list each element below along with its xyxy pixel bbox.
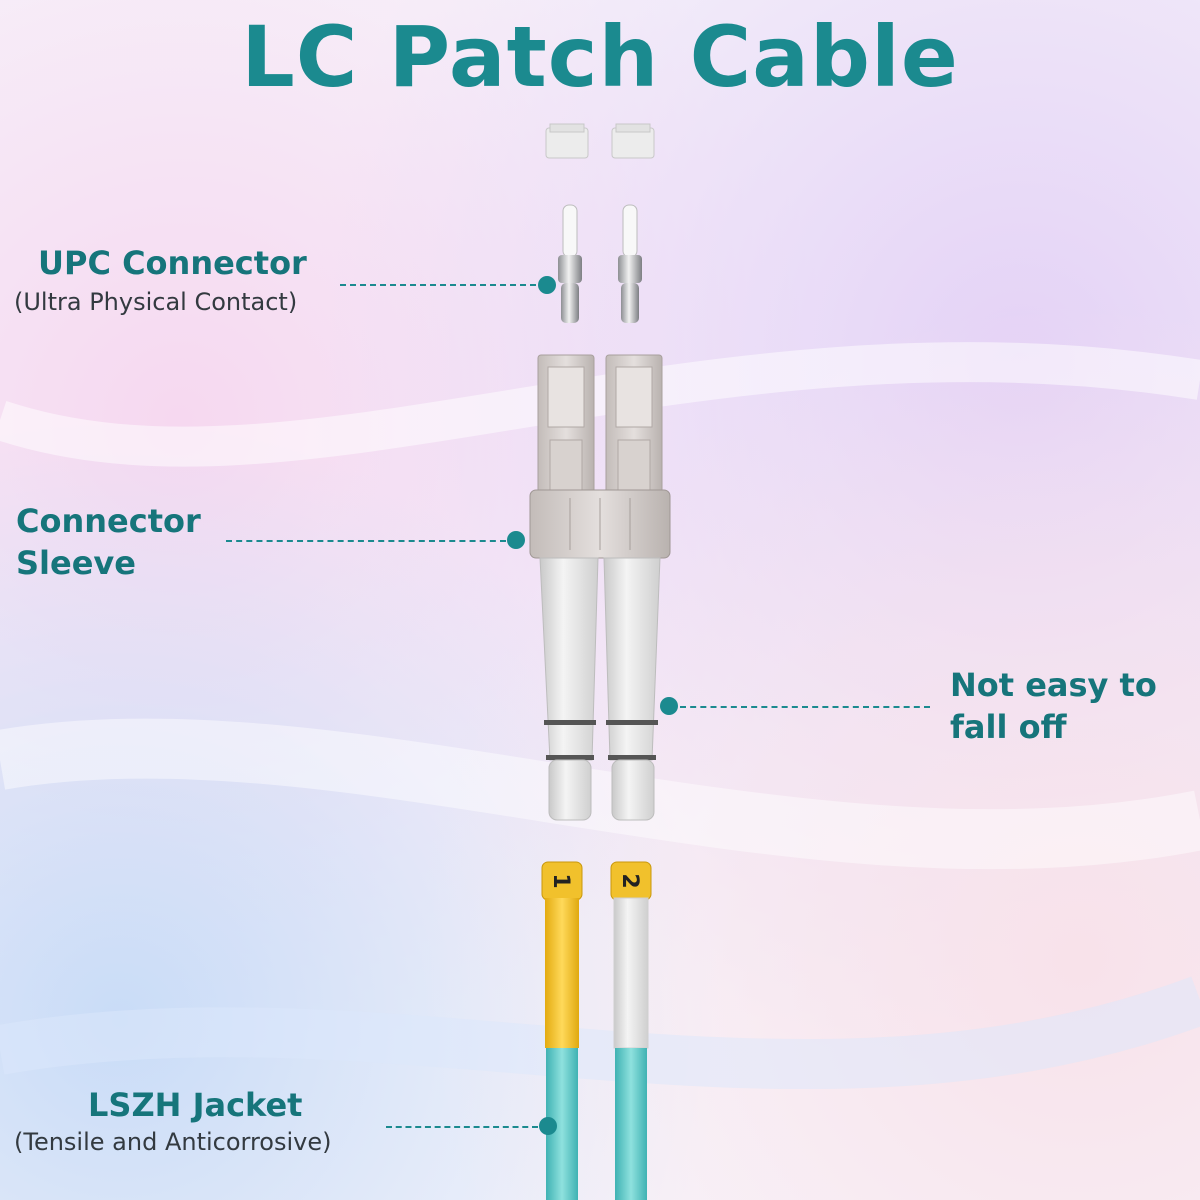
upc-leader-dot [538,276,556,294]
sleeve-leader-line [226,540,506,542]
jacket-label: LSZH Jacket [88,1086,303,1124]
sleeve-leader-dot [507,531,525,549]
dust-cap-left [545,123,589,159]
retention-leader-dot [660,697,678,715]
fiber-tag-2: 2 [617,873,642,888]
latch-right [605,354,663,496]
fiber-cable-1 [541,861,583,1200]
latch-left [537,354,595,496]
page-title: LC Patch Cable [241,8,959,106]
sleeve-label-line2: Sleeve [16,544,136,582]
ferrule-right [618,204,642,323]
dust-cap-right [611,123,655,159]
retention-label-line2: fall off [950,708,1067,746]
upc-leader-line [340,284,536,286]
sleeve-label-line1: Connector [16,502,201,540]
retention-label-line1: Not easy to [950,666,1157,704]
boot-left [539,557,599,821]
jacket-leader-line [386,1126,538,1128]
jacket-leader-dot [539,1117,557,1135]
fiber-cable-2 [610,861,652,1200]
fiber-tag-1: 1 [548,873,573,888]
upc-connector-label: UPC Connector [38,244,307,282]
jacket-subtitle: (Tensile and Anticorrosive) [14,1128,332,1156]
connector-sleeve [529,489,671,559]
ferrule-left [558,204,582,323]
retention-leader-line [680,706,930,708]
upc-connector-subtitle: (Ultra Physical Contact) [14,288,298,316]
boot-right [603,557,661,821]
